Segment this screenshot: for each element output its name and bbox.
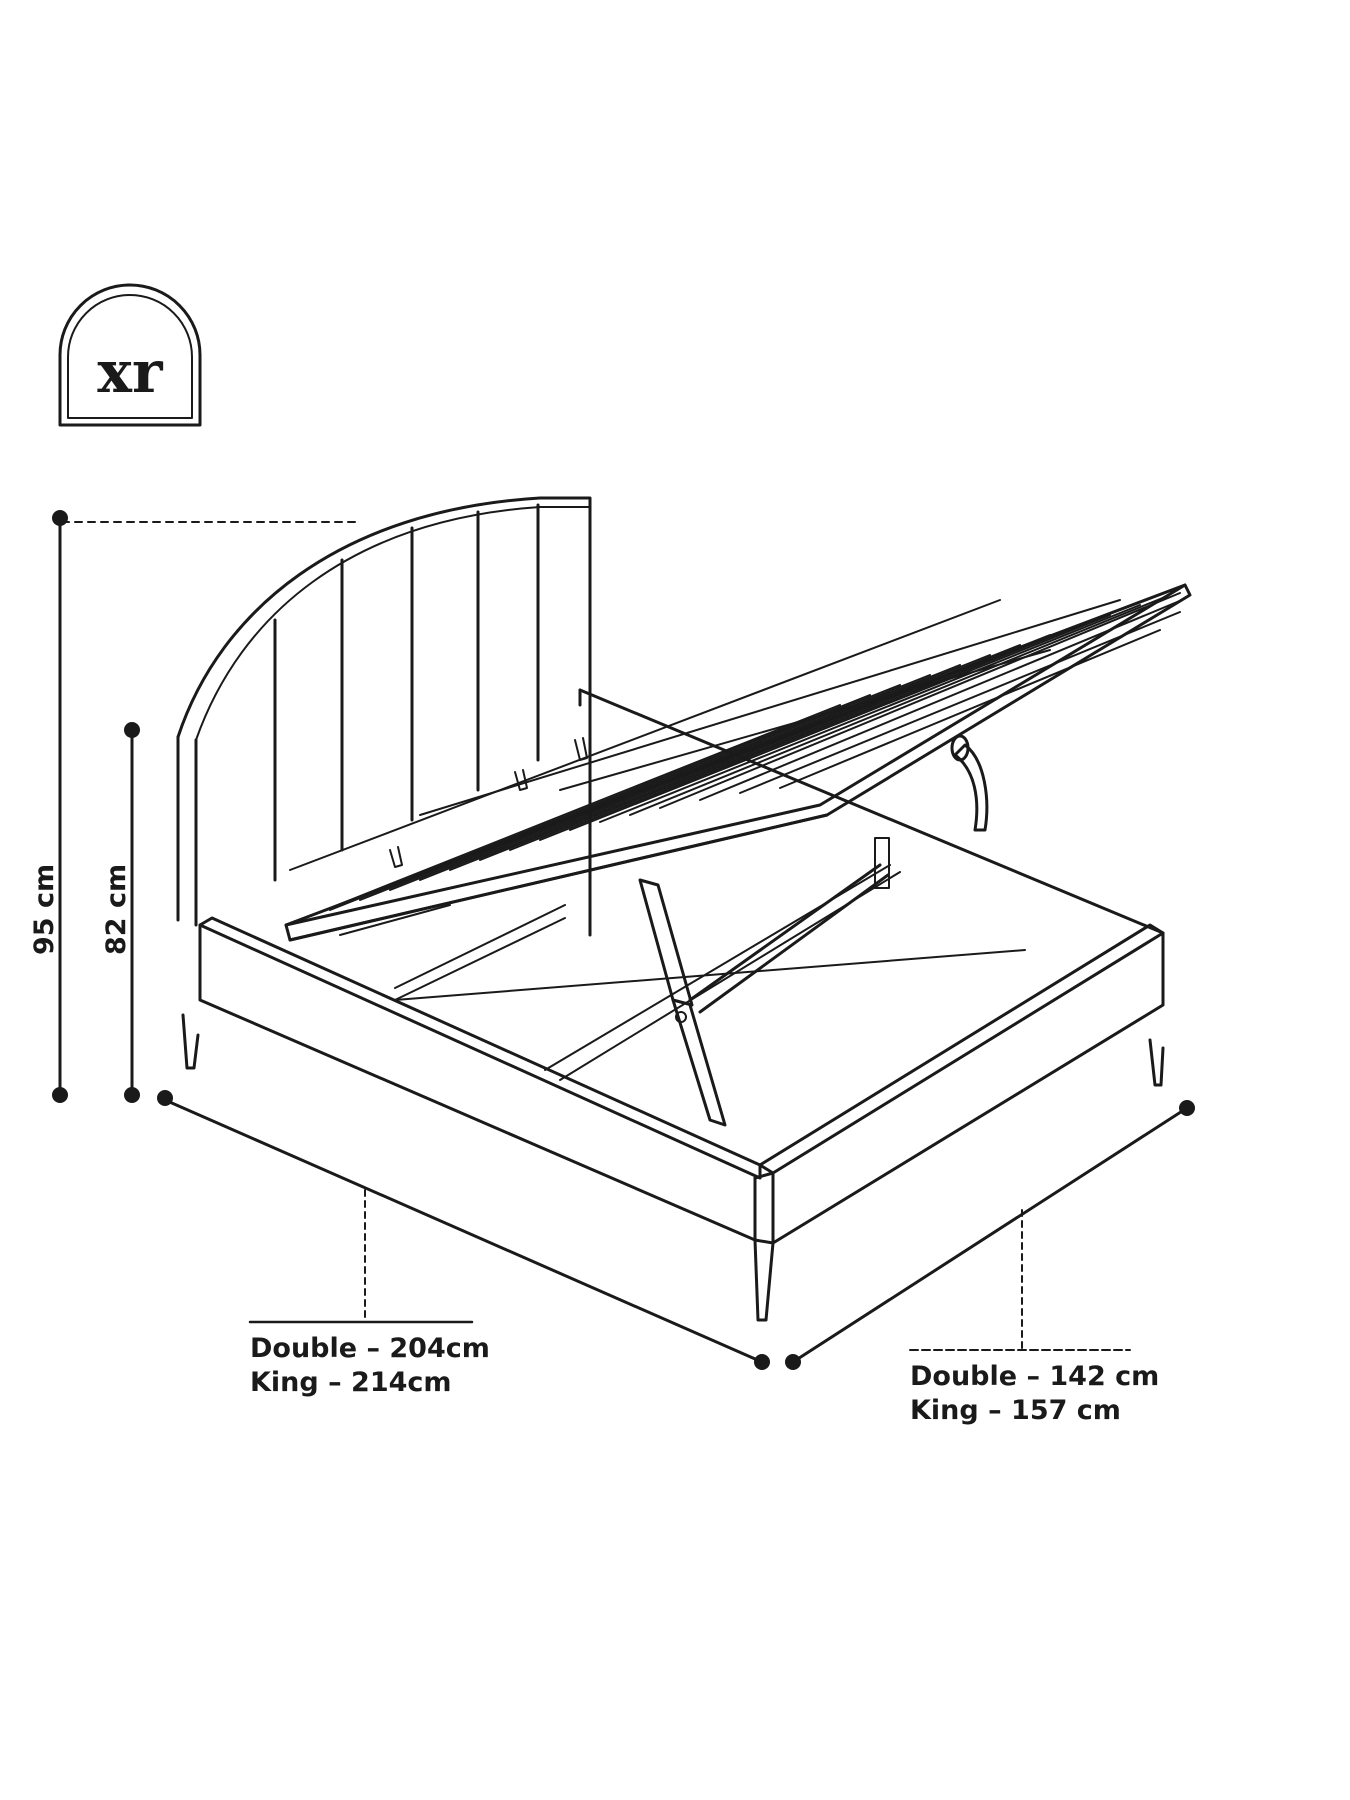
length-double-label: Double – 204cm (250, 1333, 490, 1364)
height-82-label: 82 cm (101, 863, 132, 955)
gas-struts (339, 837, 890, 1127)
height-95-line (58, 518, 361, 1097)
length-king-label: King – 214cm (250, 1367, 452, 1398)
length-dimension (163, 1098, 764, 1364)
width-dimension (791, 1106, 1189, 1364)
headboard (176, 496, 592, 937)
height-95-label: 95 cm (29, 863, 60, 955)
logo-text: xr (97, 338, 164, 406)
lifted-slat-frame (284, 583, 1192, 942)
dimension-dots (52, 510, 1195, 1370)
bed-legs (181, 1013, 1165, 1322)
width-king-label: King – 157 cm (910, 1395, 1121, 1426)
width-double-label: Double – 142 cm (910, 1361, 1160, 1392)
logo-arch (58, 283, 202, 427)
